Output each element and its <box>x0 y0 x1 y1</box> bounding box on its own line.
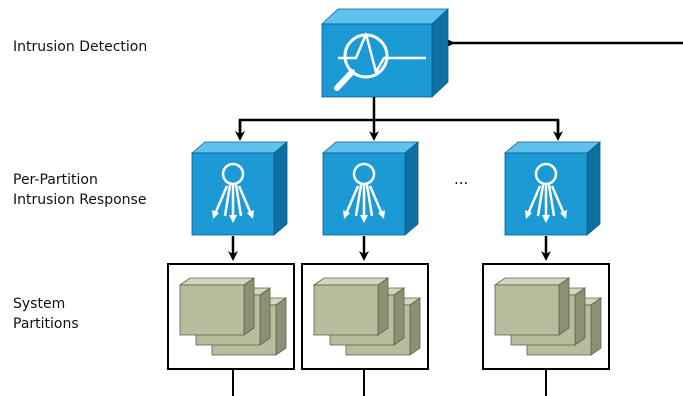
response-cube-2 <box>321 141 420 236</box>
stacked-panels-icon <box>178 277 288 356</box>
response-cube-1 <box>190 141 289 236</box>
per-partition-response-label: Per-Partition Intrusion Response <box>13 172 147 208</box>
response-to-partition-arrows <box>228 236 551 261</box>
response-cube-3 <box>503 141 602 236</box>
broadcast-arrows-icon <box>343 162 385 223</box>
broadcast-arrows-icon <box>212 162 254 223</box>
intrusion-detection-label: Intrusion Detection <box>13 39 148 55</box>
distribution-lines <box>235 97 563 141</box>
stacked-panels-icon <box>312 277 422 356</box>
system-partition-2 <box>301 263 429 370</box>
broadcast-arrows-icon <box>525 162 567 223</box>
system-partitions-label: System Partitions <box>13 296 79 332</box>
more-partitions-ellipsis: ... <box>454 170 469 188</box>
bottom-connector-lines <box>232 369 547 396</box>
intrusion-detection-cube <box>320 8 450 98</box>
system-partition-3 <box>482 263 610 370</box>
system-partition-1 <box>167 263 295 370</box>
magnifier-waveform-icon <box>334 32 426 91</box>
stacked-panels-icon <box>493 277 603 356</box>
